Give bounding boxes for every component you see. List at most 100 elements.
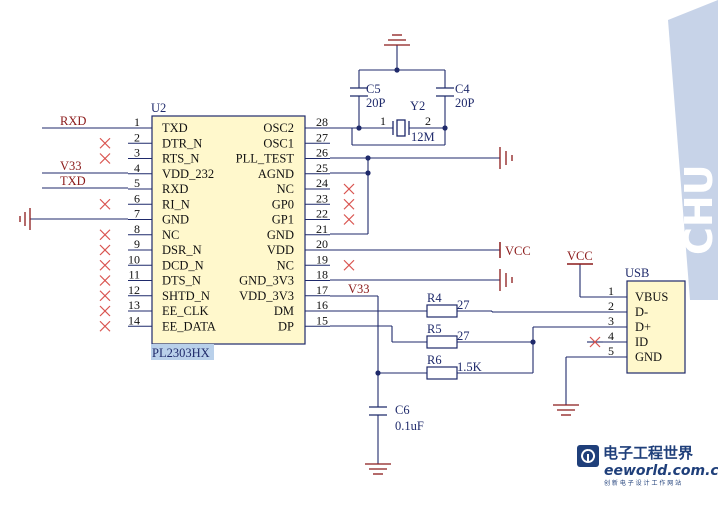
usb-ref-label: USB <box>625 266 649 280</box>
usb-pin-number: 4 <box>608 329 614 343</box>
u2-pin-name: OSC2 <box>263 121 294 135</box>
u2-pin-number: 10 <box>128 252 140 266</box>
junction-dot <box>356 125 362 131</box>
u2-body <box>151 115 306 345</box>
u2-pin-number: 1 <box>134 115 140 129</box>
usb-pin-name: VBUS <box>635 290 668 304</box>
left-wiring <box>30 127 128 220</box>
no-connect-x-icon <box>99 290 111 302</box>
u2-pin-number: 22 <box>316 207 328 221</box>
u2-pin-number: 5 <box>134 176 140 190</box>
ground-symbol-usb <box>553 404 579 416</box>
resistor-r4 <box>426 304 458 318</box>
junction-dot <box>365 170 371 176</box>
u2-pin-number: 28 <box>316 115 328 129</box>
u2-pin-name: DCD_N <box>162 258 204 272</box>
ground-symbol-left <box>19 208 31 230</box>
y2-pin1-label: 1 <box>380 114 386 128</box>
net-v33-left-label: V33 <box>60 159 82 173</box>
no-connect-x-icon <box>99 305 111 317</box>
no-connect-x-icon <box>99 244 111 256</box>
right-wiring <box>330 45 603 464</box>
no-connect-x-icon <box>99 320 111 332</box>
u2-pin-number: 7 <box>134 207 140 221</box>
u2-pin-number: 16 <box>316 298 328 312</box>
no-connect-x-icon <box>99 198 111 210</box>
crystal-y2 <box>392 119 410 137</box>
watermark-sub-text: 创 新 电 子 设 计 工 作 网 站 <box>604 479 681 487</box>
u2-pin-name: DTS_N <box>162 274 201 288</box>
watermark-cn-text: 电子工程世界 <box>603 444 693 462</box>
ground-symbol-top <box>384 34 410 46</box>
u2-pin-number: 6 <box>134 191 140 205</box>
u2-part-label: PL2303HX <box>152 346 210 360</box>
eeworld-logo-mark <box>581 449 596 463</box>
u2-pin-name: RI_N <box>162 197 190 211</box>
net-vcc-usb-label: VCC <box>567 249 593 263</box>
usb-pin-number: 1 <box>608 284 614 298</box>
no-connect-x-icon <box>99 259 111 271</box>
u2-pin-name: EE_DATA <box>162 319 216 333</box>
no-connect-x-icon <box>99 153 111 164</box>
resistor-r6 <box>426 366 458 380</box>
watermark-en-text: eeworld.com.cn <box>604 463 718 479</box>
u2-pin-name: DM <box>274 304 294 318</box>
net-rxd-label: RXD <box>60 114 86 128</box>
u2-pin-number: 18 <box>316 268 328 282</box>
u2-pin-number: 21 <box>316 222 328 236</box>
no-connect-x-icon <box>343 259 355 271</box>
watermark-side-text: CHU <box>677 164 718 255</box>
capacitor-c5 <box>350 87 368 97</box>
u2-pin-name: EE_CLK <box>162 304 209 318</box>
u2-pin-number: 8 <box>134 222 140 236</box>
u2-pin-name: DTR_N <box>162 136 202 150</box>
u2-pin-number: 20 <box>316 237 328 251</box>
no-connect-x-icon <box>343 198 355 210</box>
y2-ref-label: Y2 <box>410 99 425 113</box>
resistor-r5 <box>426 335 458 349</box>
u2-pin-name: VDD <box>267 243 294 257</box>
u2-pin-number: 4 <box>134 161 140 175</box>
r5-ref-label: R5 <box>427 322 442 336</box>
usb-pin-number: 2 <box>608 299 614 313</box>
u2-pin-name: GP1 <box>272 213 294 227</box>
c4-ref-label: C4 <box>455 82 470 96</box>
ground-symbol-pll <box>499 147 513 169</box>
y2-pin2-label: 2 <box>425 114 431 128</box>
u2-right-pins: 28OSC227OSC126PLL_TEST25AGND24NC23GP022G… <box>236 115 330 333</box>
junction-dot <box>365 155 371 161</box>
u2-pin-number: 26 <box>316 146 328 160</box>
u2-pin-name: PLL_TEST <box>236 152 295 166</box>
r6-ref-label: R6 <box>427 353 442 367</box>
u2-pin-name: RXD <box>162 182 188 196</box>
u2-ref-label: U2 <box>151 101 166 115</box>
capacitor-c4 <box>436 87 454 97</box>
u2-pin-name: GND <box>267 228 294 242</box>
y2-value-label: 12M <box>411 130 435 144</box>
u2-pin-name: RTS_N <box>162 152 199 166</box>
u2-pin-name: NC <box>277 258 294 272</box>
u2-pin-number: 14 <box>128 313 140 327</box>
no-connect-x-icon <box>99 137 111 149</box>
usb-pin-number: 3 <box>608 314 614 328</box>
u2-pin-name: SHTD_N <box>162 289 210 303</box>
c6-value-label: 0.1uF <box>395 419 424 433</box>
u2-pin-number: 23 <box>316 191 328 205</box>
ground-symbol-gnd3v3 <box>499 269 513 291</box>
u2-pin-number: 15 <box>316 313 328 327</box>
u2-pin-name: GP0 <box>272 197 294 211</box>
usb-pin-name: ID <box>635 335 648 349</box>
no-connect-x-icon <box>343 214 355 225</box>
u2-pin-name: OSC1 <box>263 136 294 150</box>
u2-pin-name: DP <box>278 319 294 333</box>
c4-value-label: 20P <box>455 96 475 110</box>
net-vcc-right-label: VCC <box>505 244 531 258</box>
u2-pin-number: 19 <box>316 252 328 266</box>
r4-value-label: 27 <box>457 298 470 312</box>
r5-value-label: 27 <box>457 329 470 343</box>
net-v33-mid-label: V33 <box>348 282 370 296</box>
u2-pin-name: VDD_3V3 <box>239 289 294 303</box>
